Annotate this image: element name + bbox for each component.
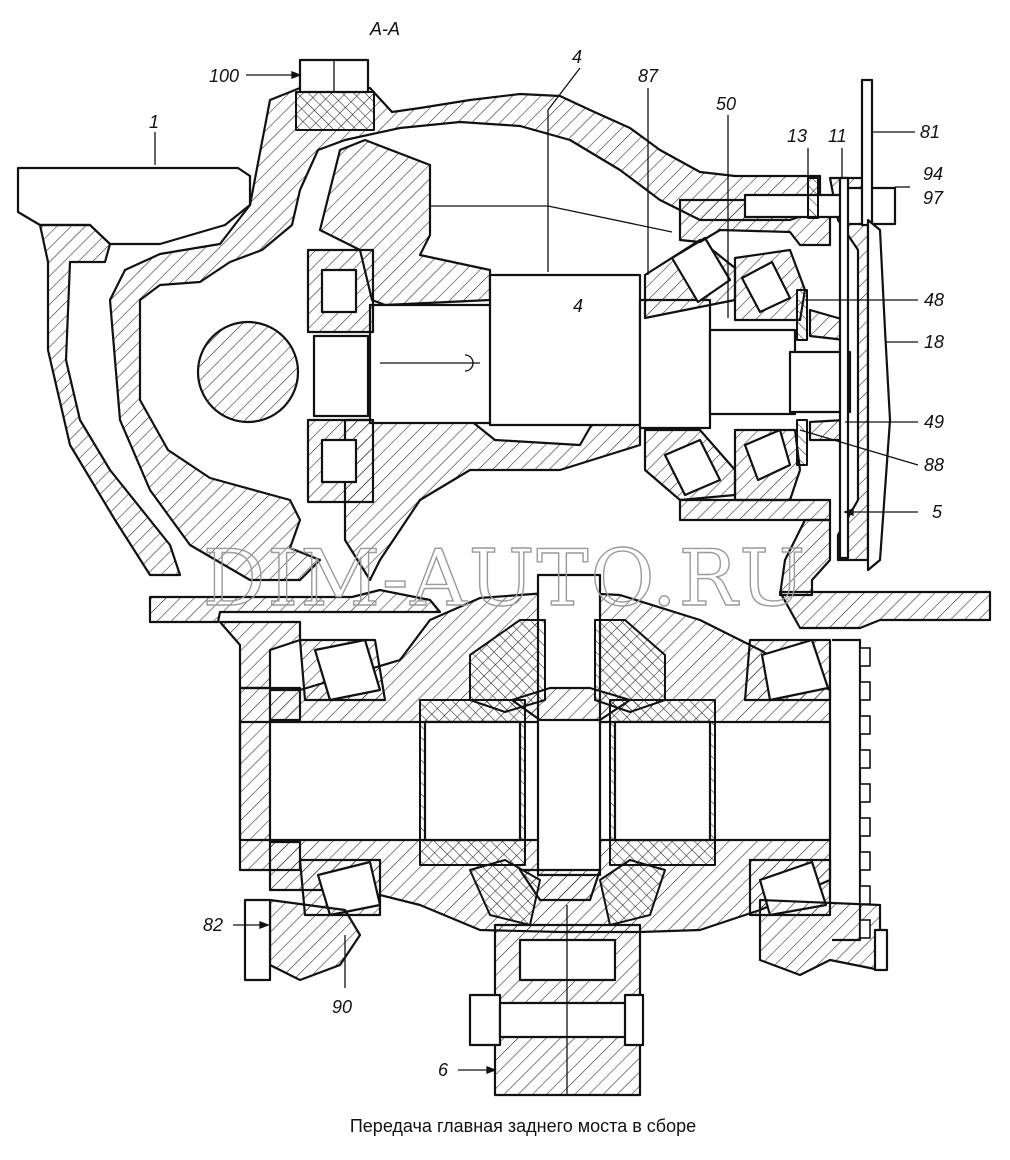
callout-100: 100: [209, 66, 239, 86]
ring-gear-tooth: [859, 851, 871, 871]
callout-49: 49: [924, 412, 944, 432]
callout-88: 88: [924, 455, 944, 475]
callout-6: 6: [438, 1060, 449, 1080]
ring-gear-tooth: [859, 885, 871, 905]
section-label: А-А: [369, 19, 400, 39]
figure-caption: Передача главная заднего моста в сборе: [350, 1116, 696, 1136]
watermark-text: DIM-AUTO.RU: [203, 534, 807, 624]
ring-gear-tooth: [859, 783, 871, 803]
ring-gear-tooth: [859, 681, 871, 701]
callout-81: 81: [920, 122, 940, 142]
callout-97: 97: [923, 188, 944, 208]
callout-82: 82: [203, 915, 223, 935]
callout-11: 11: [828, 126, 847, 146]
callout-4-top: 4: [572, 47, 582, 67]
ring-gear-tooth: [859, 647, 871, 667]
callout-87: 87: [638, 66, 659, 86]
callout-5: 5: [932, 502, 943, 522]
callout-90: 90: [332, 997, 352, 1017]
ring-gear-tooth: [859, 749, 871, 769]
callout-labels: А-А 100 1 4 4 87 50 13 11 81 94 97 48 18…: [149, 19, 944, 1080]
ring-gear-tooth: [859, 919, 871, 939]
callout-48: 48: [924, 290, 944, 310]
ring-gear-teeth: [859, 647, 871, 939]
ring-gear-tooth: [859, 715, 871, 735]
leader-lines: [154, 67, 919, 1074]
drive-pinion-assembly: [295, 58, 897, 582]
callout-18: 18: [924, 332, 944, 352]
ring-gear-tooth: [859, 817, 871, 837]
differential-assembly: [218, 573, 889, 1097]
callout-13: 13: [787, 126, 807, 146]
callout-4-shaft: 4: [573, 296, 583, 316]
carrier-housing: [16, 86, 992, 630]
callout-50: 50: [716, 94, 736, 114]
callout-94: 94: [923, 164, 943, 184]
callout-1: 1: [149, 112, 159, 132]
